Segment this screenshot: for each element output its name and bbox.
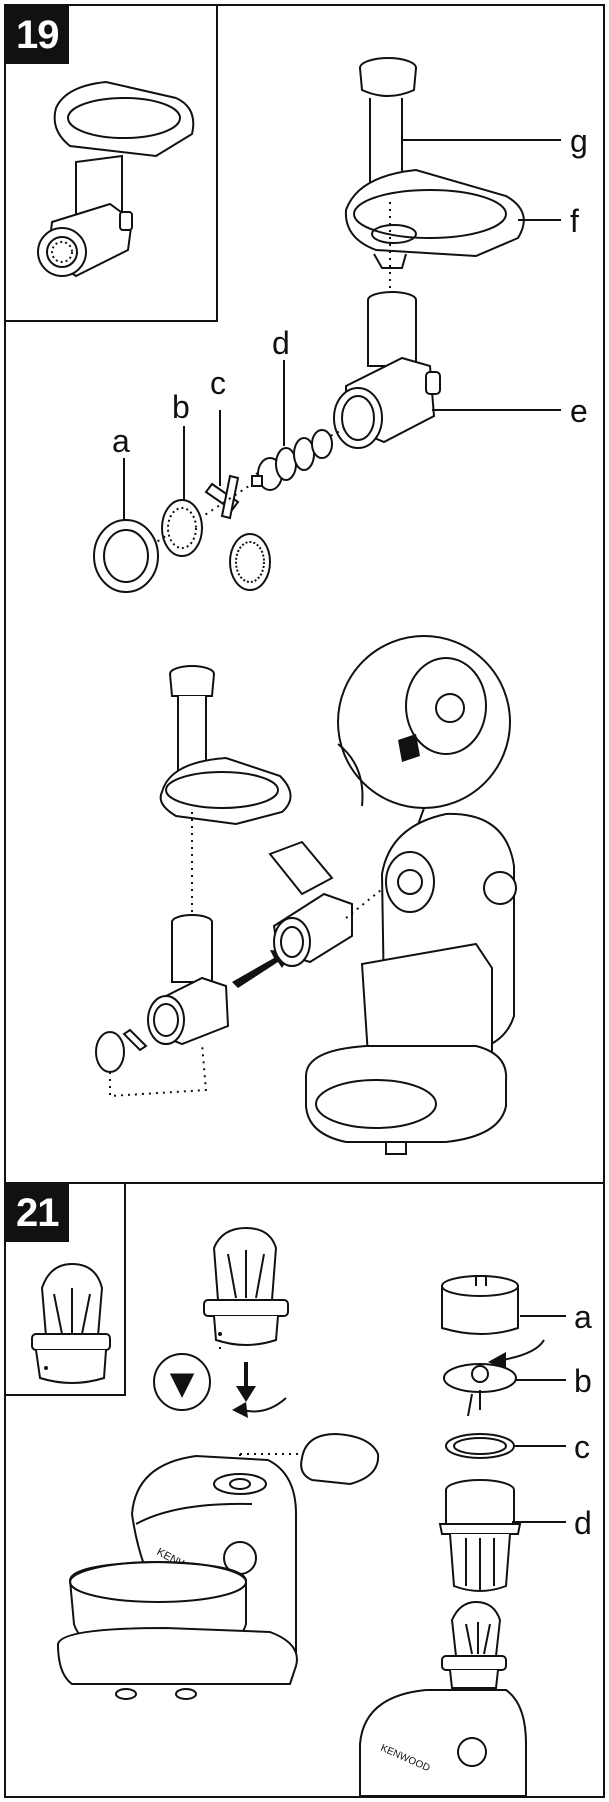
- label-b: b: [172, 389, 190, 425]
- lock-symbol: ▼: [170, 1364, 195, 1402]
- step-number: 19: [6, 6, 69, 64]
- mill-over-mixer: ▼: [153, 1226, 289, 1418]
- step-19-panel: 19: [4, 4, 605, 1184]
- assembled-grinder-inset: [6, 6, 218, 322]
- mill-label-b: b: [574, 1363, 592, 1399]
- knife-part-c: [187, 474, 253, 527]
- grinder-exploded-diagram: g f e d c b a: [37, 57, 588, 1155]
- mill-label-a: a: [574, 1299, 592, 1335]
- step-21-panel: 21 ▼: [4, 1182, 605, 1798]
- mill-assembly-diagram: ▼ KENWOOD: [31, 1226, 592, 1797]
- label-g: g: [570, 123, 588, 159]
- label-f: f: [570, 203, 579, 239]
- step-number: 21: [6, 1184, 69, 1242]
- label-c: c: [210, 365, 226, 401]
- assembled-grinder-illustration: [37, 80, 195, 278]
- label-e: e: [570, 393, 588, 429]
- mill-part-a: [441, 1275, 519, 1335]
- assembled-mill-inset: [6, 1184, 126, 1396]
- label-a: a: [112, 423, 130, 459]
- outlet-cover: [239, 1432, 380, 1486]
- mill-part-c: [445, 1433, 515, 1459]
- mixer-assembly-illustration: [95, 635, 517, 1155]
- assembled-mill-illustration: [31, 1262, 111, 1384]
- tray-part-f: [344, 168, 525, 269]
- mill-label-c: c: [574, 1429, 590, 1465]
- mill-part-d: [438, 1479, 522, 1592]
- label-d: d: [272, 325, 290, 361]
- mill-label-d: d: [574, 1505, 592, 1541]
- screw-part-d: [251, 427, 347, 491]
- mill-part-b: [443, 1363, 517, 1417]
- grinder-body-part-e: [333, 291, 441, 449]
- mill-on-mixer: KENWOOD: [359, 1600, 527, 1797]
- ring-part-a: [93, 519, 159, 593]
- mixer-illustration: KENWOOD: [56, 1454, 298, 1700]
